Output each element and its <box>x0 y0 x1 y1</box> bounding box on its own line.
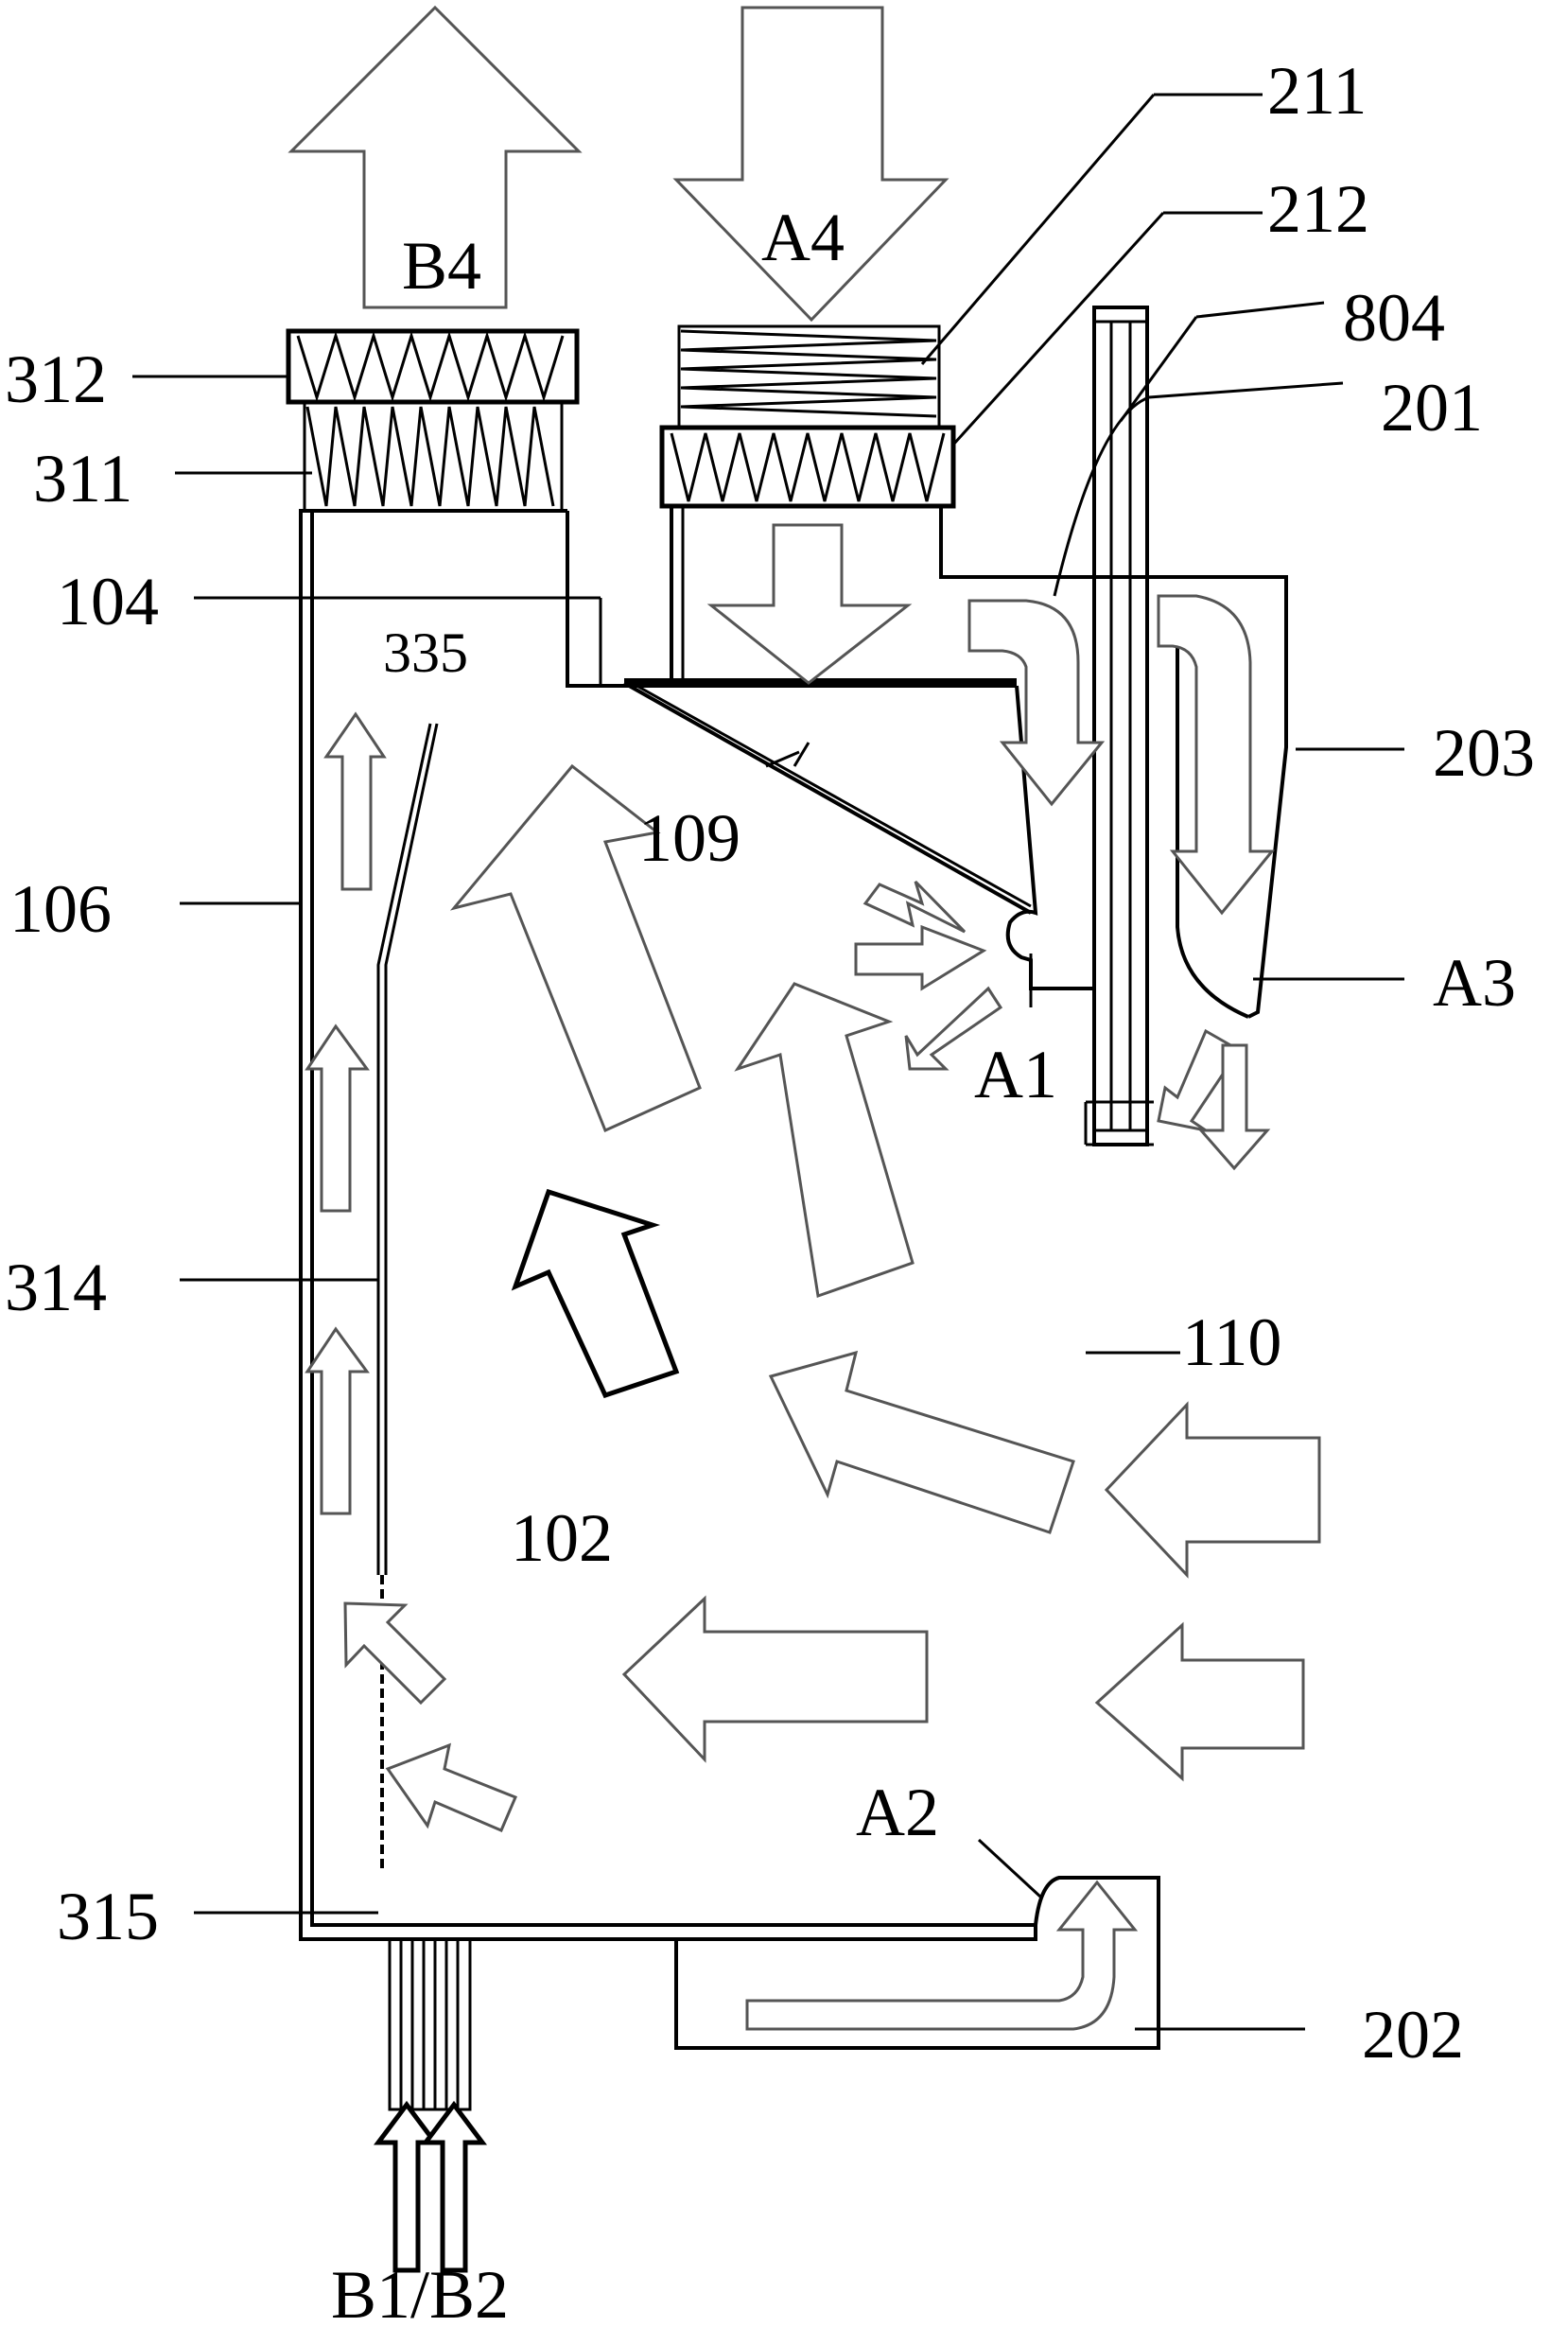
label-a4: A4 <box>761 200 845 275</box>
label-b4: B4 <box>402 228 481 304</box>
arrow-201 <box>969 601 1102 804</box>
b1-arrow <box>378 2105 435 2270</box>
arrow-right-1 <box>1106 1405 1319 1575</box>
label-102: 102 <box>511 1500 613 1576</box>
label-a1: A1 <box>974 1037 1057 1112</box>
label-110: 110 <box>1182 1304 1281 1380</box>
channel-314 <box>378 724 437 1873</box>
label-a3: A3 <box>1433 945 1516 1021</box>
arrow-bottom-mid <box>624 1599 927 1759</box>
arrow-mid <box>738 984 913 1296</box>
arrow-left-mid <box>515 1192 676 1395</box>
filter-211 <box>679 326 939 428</box>
label-b1b2: B1/B2 <box>331 2257 509 2327</box>
label-311: 311 <box>33 441 132 516</box>
arrow-channel-1 <box>326 714 384 889</box>
arrow-channel-5 <box>388 1745 515 1830</box>
main-housing <box>301 506 1036 1939</box>
filter-311 <box>305 402 562 511</box>
arrow-channel-2 <box>307 1026 367 1211</box>
label-201: 201 <box>1381 370 1483 446</box>
duct-202 <box>676 1878 1159 2048</box>
label-a2: A2 <box>856 1775 939 1850</box>
label-104: 104 <box>57 564 159 639</box>
label-202: 202 <box>1362 1997 1464 2073</box>
label-335: 335 <box>383 621 468 684</box>
label-203: 203 <box>1433 715 1535 791</box>
label-804: 804 <box>1343 280 1445 356</box>
label-315: 315 <box>57 1879 159 1954</box>
label-212: 212 <box>1267 171 1369 247</box>
label-314: 314 <box>5 1250 107 1325</box>
arrow-channel-4 <box>345 1603 444 1703</box>
label-106: 106 <box>9 871 112 947</box>
arrow-right-diag <box>771 1353 1073 1532</box>
panel-804 <box>1086 307 1154 1145</box>
label-312: 312 <box>5 341 107 417</box>
arrow-a1-1 <box>865 882 965 932</box>
arrow-a1-2 <box>856 927 984 989</box>
arrow-right-2 <box>1097 1625 1303 1778</box>
bottom-inlet <box>378 1939 482 2270</box>
label-109: 109 <box>638 800 740 876</box>
arrow-channel-3 <box>307 1329 367 1513</box>
b2-arrow <box>426 2105 482 2270</box>
filter-312 <box>288 331 577 402</box>
arrow-into-chamber <box>711 525 908 683</box>
filter-212 <box>662 428 953 506</box>
label-211: 211 <box>1267 53 1367 129</box>
